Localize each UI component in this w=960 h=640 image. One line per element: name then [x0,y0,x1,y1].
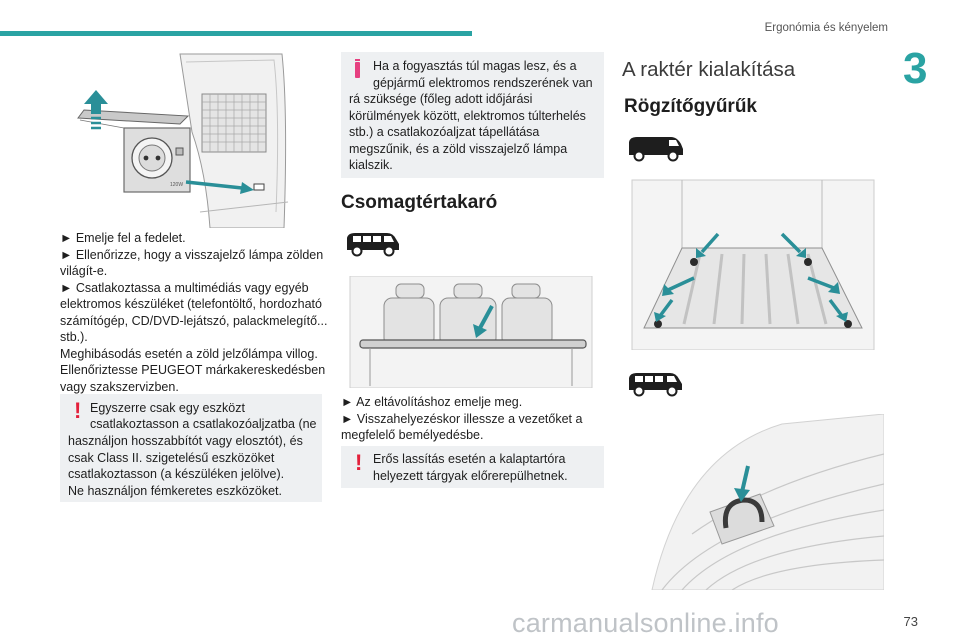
instruction-line: stb.). [60,330,88,344]
passenger-van-icon [343,230,401,258]
subheading-anchor-rings: Rögzítőgyűrűk [624,96,757,117]
watermark: carmanualsonline.info [512,608,779,638]
chapter-number: 3 [903,44,928,93]
header-accent-bar [0,31,472,36]
instruction-line: megfelelő bemélyedésbe. [341,428,484,442]
warning-line: helyezett tárgyak előrerepülhetnek. [373,468,568,483]
info-line: kialszik. [349,158,393,172]
instruction-line: ► Visszahelyezéskor illessze a vezetőket… [341,411,583,426]
page-number: 73 [903,614,918,629]
instruction-line: ► Az eltávolításhoz emelje meg. [341,395,523,409]
instruction-line: számítógép, CD/DVD-lejátszó, palackmeleg… [60,313,328,328]
instruction-line: ► Ellenőrizze, hogy a visszajelző lámpa … [60,247,324,262]
luggage-cover-instructions: ► Az eltávolításhoz emelje meg. ► Vissza… [341,394,582,444]
info-line: körülmények között, elektromos túlterhel… [349,108,586,123]
warning-line: csatlakoztasson (a készüléken jelölve). [68,467,285,481]
warning-line: Erős lassítás esetén a kalaptartóra [373,452,566,466]
instruction-line: elektromos készüléket (telefontöltő, hor… [60,297,322,311]
info-line: gépjármű elektromos rendszerének van [373,75,593,90]
anchor-ring-detail-illustration [622,414,884,590]
svg-text:120W: 120W [170,182,183,188]
warning-line: csatlakoztasson a csatlakozóaljzatba (ne [90,417,317,431]
section-heading-luggage-cover: Csomagtértakaró [341,192,498,213]
passenger-van-icon [625,370,685,398]
warning-line: Egyszerre csak egy eszközt [90,401,245,415]
cargo-floor-illustration [622,178,884,350]
warning-box: ! Erős lassítás esetén a kalaptartóra he… [341,446,604,488]
warning-line: használjon hosszabbítót vagy elosztót), … [68,434,303,448]
instruction-line: Meghibásodás esetén a zöld jelzőlámpa vi… [60,346,318,361]
info-line: Ha a fogyasztás túl magas lesz, és a [373,59,577,73]
info-line: rá szüksége (főleg adott időjárási [349,92,533,106]
warning-box: ! Egyszerre csak egy eszközt csatlakozta… [60,394,322,502]
instruction-line: világít-e. [60,264,108,278]
instruction-line: ► Emelje fel a fedelet. [60,231,186,245]
info-icon [355,62,360,78]
exclamation-icon: ! [355,450,363,475]
section-title: Ergonómia és kényelem [764,22,888,34]
info-line: megszűnik, és a zöld visszajelző lámpa [349,141,568,156]
socket-instructions: ► Emelje fel a fedelet. ► Ellenőrizze, h… [60,230,328,395]
section-heading-cargo-area: A raktér kialakítása [622,58,796,81]
panel-van-icon [625,134,687,164]
socket-cover-illustration: 120W [60,52,290,228]
instruction-line: vagy szakszervizben. [60,379,179,394]
exclamation-icon: ! [74,398,82,423]
warning-line: csak Class II. szigetelésű eszközöket [68,450,275,465]
instruction-line: Ellenőriztesse PEUGEOT márkakereskedésbe… [60,363,326,377]
warning-line: Ne használjon fémkeretes eszközöket. [68,483,282,498]
info-box: Ha a fogyasztás túl magas lesz, és a gép… [341,52,604,178]
instruction-line: ► Csatlakoztassa a multimédiás vagy egyé… [60,280,309,295]
luggage-cover-illustration [340,276,602,388]
info-line: stb.) a csatlakozóaljzat tápellátása [349,125,540,139]
